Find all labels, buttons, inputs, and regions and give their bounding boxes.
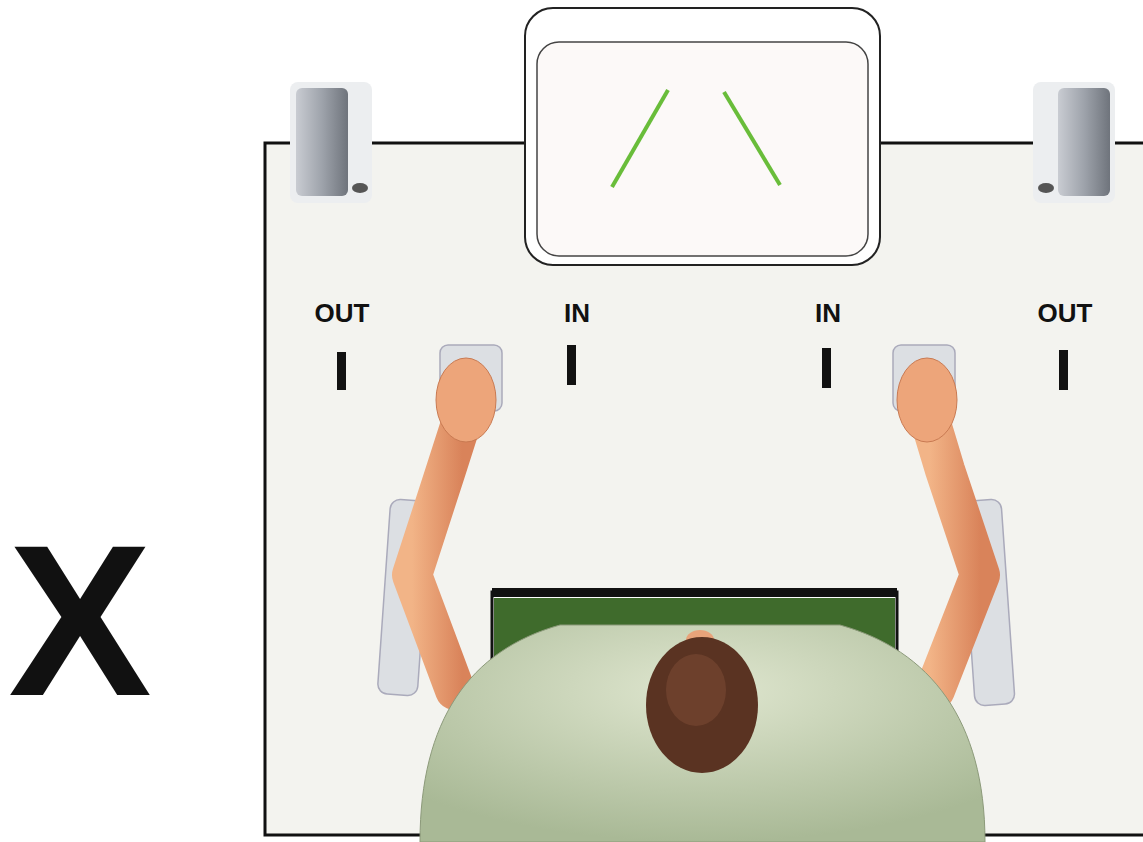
monitor-screen	[537, 42, 868, 256]
target-mark	[1059, 350, 1068, 390]
desk-edge-bar	[492, 588, 897, 597]
target-label: IN	[815, 300, 841, 326]
panel-letter: X	[8, 513, 151, 728]
speaker	[1033, 82, 1115, 203]
hair-highlight	[666, 654, 726, 726]
target-label: OUT	[315, 300, 370, 326]
monitor-frame	[525, 8, 880, 265]
speaker	[290, 82, 372, 203]
target-mark	[822, 348, 831, 388]
stimulus-line	[724, 92, 780, 185]
hand	[436, 358, 957, 442]
target-label: OUT	[1038, 300, 1093, 326]
target-mark	[567, 345, 576, 385]
head	[646, 637, 758, 773]
target-label: IN	[564, 300, 590, 326]
torso	[420, 625, 985, 842]
target-mark	[337, 352, 346, 390]
stimulus-line	[612, 90, 668, 187]
